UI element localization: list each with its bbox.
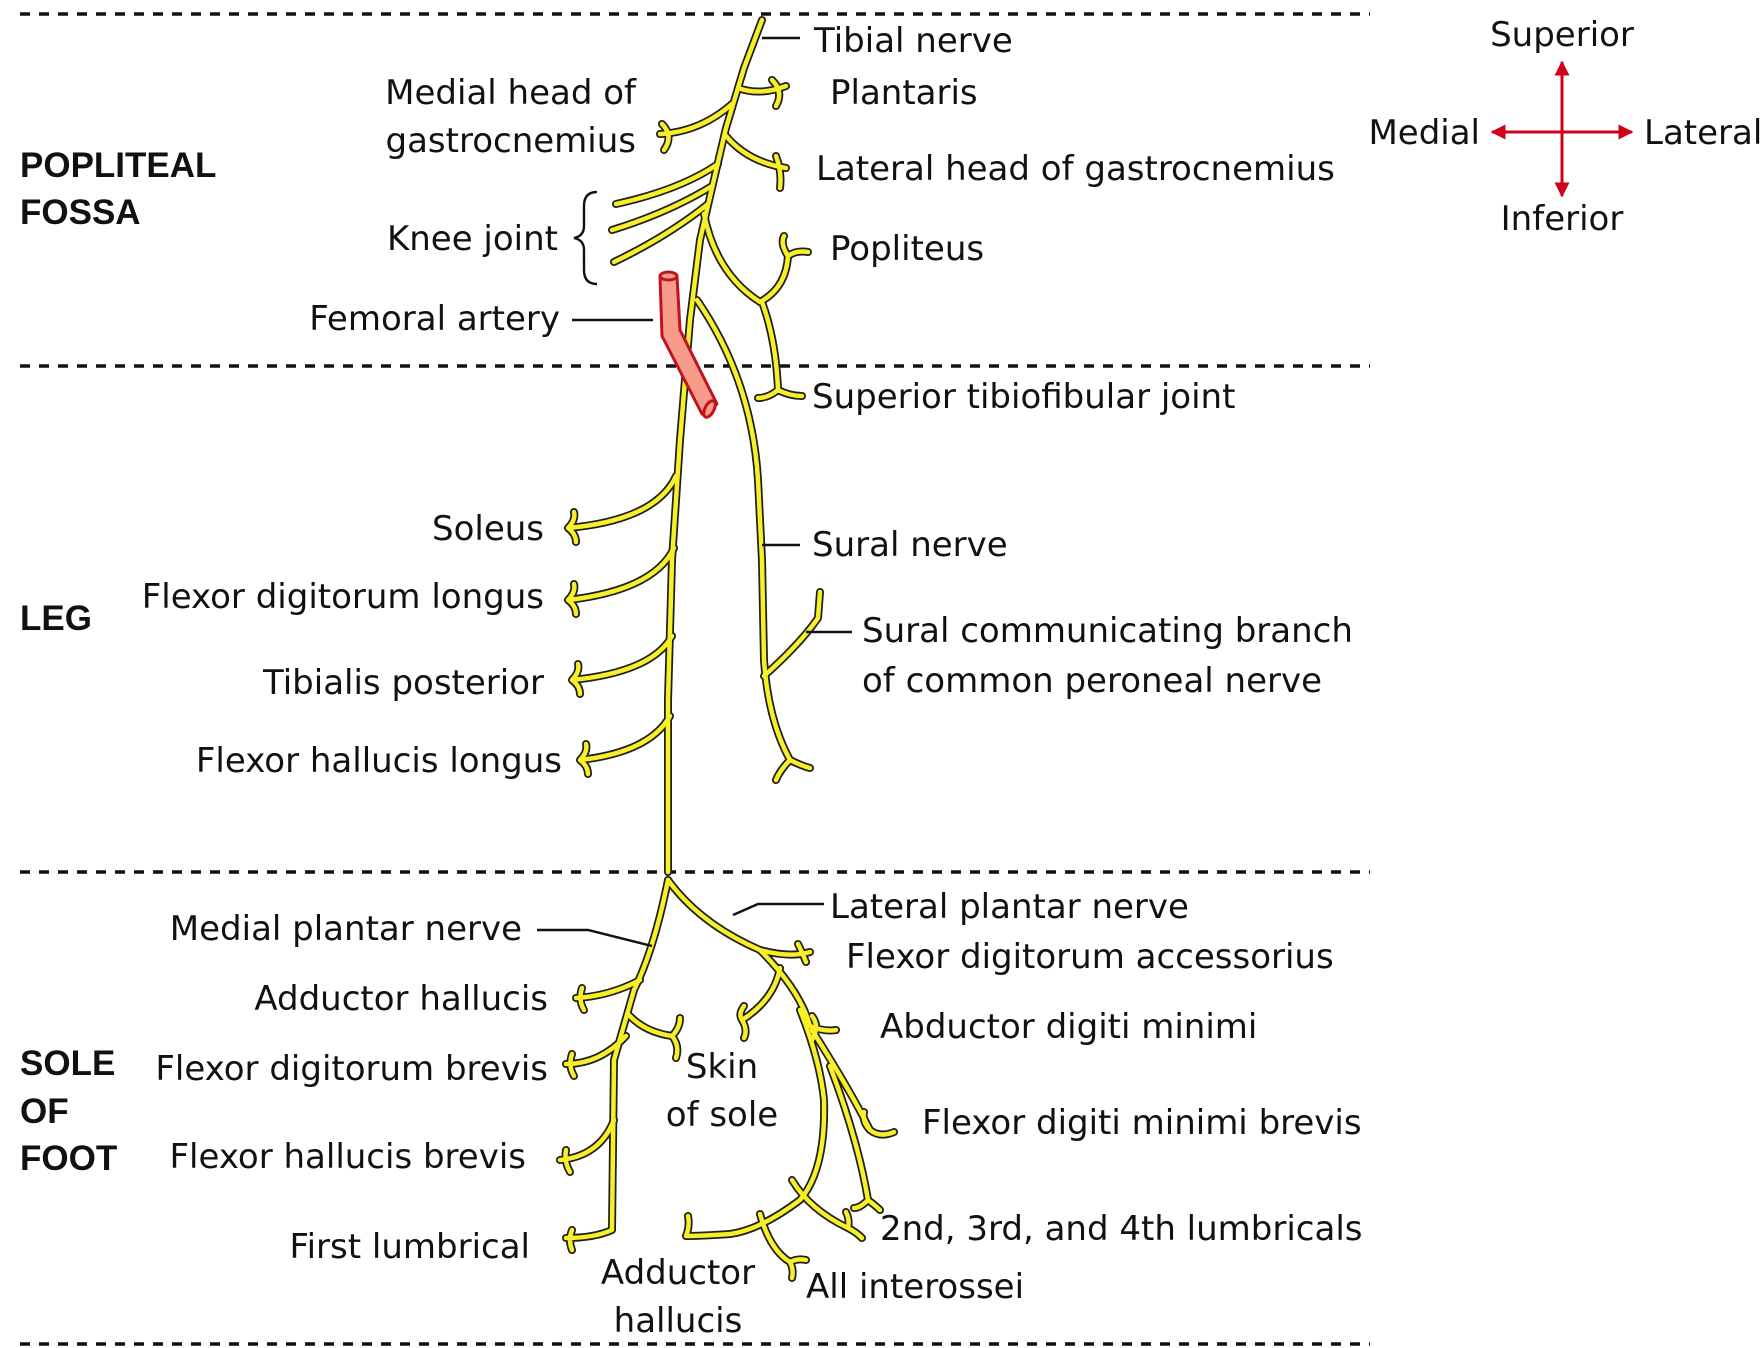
svg-text:POPLITEAL: POPLITEAL (20, 146, 216, 185)
label-lateral-head: Lateral head of gastrocnemius (816, 149, 1335, 189)
nerve-branch-lumbricals (830, 1066, 880, 1210)
nerve-outline-tibial-trunk (668, 20, 762, 872)
label-fhb: Flexor hallucis brevis (170, 1137, 527, 1177)
label-knee-joint: Knee joint (387, 219, 558, 259)
label-lumbricals-234: 2nd, 3rd, and 4th lumbricals (880, 1209, 1363, 1249)
label-superior-tibiofibular: Superior tibiofibular joint (812, 377, 1235, 417)
orientation-compass: Superior Inferior Medial Lateral (1368, 15, 1762, 239)
label-fhl: Flexor hallucis longus (196, 741, 562, 781)
label-skin-1: Skin (686, 1047, 758, 1087)
label-fdmb: Flexor digiti minimi brevis (922, 1103, 1362, 1143)
nerve-outline-sural-comm (764, 592, 820, 676)
svg-text:FOOT: FOOT (20, 1139, 117, 1178)
nerve-branch-fdl (568, 548, 674, 614)
compass-medial: Medial (1368, 113, 1480, 153)
label-all-interossei: All interossei (806, 1267, 1024, 1307)
femoral-artery-vessel (660, 272, 718, 419)
label-soleus: Soleus (432, 509, 544, 549)
label-sural-comm-2: of common peroneal nerve (862, 661, 1322, 701)
section-popliteal-fossa: POPLITEAL FOSSA (20, 146, 216, 232)
compass-superior: Superior (1490, 15, 1634, 55)
nerve-outline-branch-knee-1 (616, 164, 718, 204)
label-skin-2: of sole (666, 1095, 778, 1135)
label-adductor-hallucis-lower-1: Adductor (601, 1253, 755, 1293)
nerve-tree-outline (560, 20, 894, 1278)
nerve-branch-tib-post (572, 636, 672, 694)
nerve-sural-nerve (697, 300, 810, 780)
nerve-branch-skin (628, 1014, 680, 1058)
label-medial-head-1: Medial head of (385, 73, 637, 113)
nerve-outline-lateral-plantar (668, 880, 810, 962)
nerve-outline-branch-fhl (580, 716, 670, 774)
label-adductor-hallucis-lower-2: hallucis (614, 1301, 743, 1341)
label-sural-nerve: Sural nerve (812, 525, 1008, 565)
label-popliteus: Popliteus (830, 229, 984, 269)
label-tibial-nerve: Tibial nerve (813, 21, 1013, 61)
label-lateral-plantar: Lateral plantar nerve (830, 887, 1189, 927)
nerve-outline-branch-popliteus (704, 214, 808, 398)
nerve-branch-popliteus (704, 214, 808, 398)
nerve-lateral-plantar (668, 880, 810, 962)
label-first-lumbrical: First lumbrical (290, 1227, 530, 1267)
svg-text:FOSSA: FOSSA (20, 193, 141, 232)
nerve-outline-branch-soleus (568, 476, 676, 542)
label-adductor-hallucis-upper: Adductor hallucis (254, 979, 548, 1019)
section-sole-of-foot: SOLE OF FOOT (20, 1044, 117, 1178)
nerve-outline-sural-nerve (697, 300, 810, 780)
label-abductor-dm: Abductor digiti minimi (880, 1007, 1257, 1047)
label-fdl: Flexor digitorum longus (142, 577, 544, 617)
nerve-outline-branch-fdl (568, 548, 674, 614)
svg-text:OF: OF (20, 1092, 69, 1131)
label-tibialis-posterior: Tibialis posterior (262, 663, 544, 703)
knee-joint-brace (574, 192, 597, 284)
label-fdb: Flexor digitorum brevis (155, 1049, 548, 1089)
nerve-outline-branch-tib-post (572, 636, 672, 694)
compass-lateral: Lateral (1644, 113, 1762, 153)
label-medial-plantar: Medial plantar nerve (170, 909, 522, 949)
label-plantaris: Plantaris (830, 73, 978, 113)
label-sural-comm-1: Sural communicating branch (862, 611, 1353, 651)
section-leg: LEG (20, 599, 92, 638)
label-medial-head-2: gastrocnemius (386, 121, 636, 161)
compass-inferior: Inferior (1501, 199, 1624, 239)
nerve-branch-soleus (568, 476, 676, 542)
nerve-branch-fhl (580, 716, 670, 774)
svg-text:SOLE: SOLE (20, 1044, 115, 1083)
label-fda: Flexor digitorum accessorius (846, 937, 1334, 977)
label-femoral-artery: Femoral artery (309, 299, 560, 339)
